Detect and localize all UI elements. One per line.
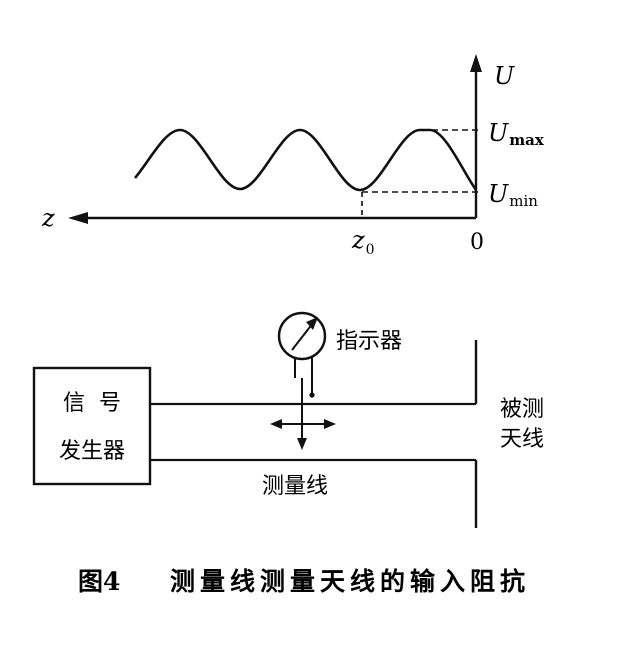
caption-figure-number: 图4	[78, 567, 120, 596]
caption-title: 测量线测量天线的输入阻抗	[170, 567, 530, 596]
u-axis-label: U	[494, 62, 515, 90]
standing-wave-curve	[134, 128, 478, 192]
antenna-label-line1: 被测	[500, 397, 544, 422]
origin-label: 0	[470, 230, 484, 255]
indicator-meter-icon	[277, 311, 327, 361]
generator-label-line2: 发生器	[59, 439, 125, 464]
indicator-label: 指示器	[336, 329, 402, 354]
meter-needle-tip	[306, 317, 318, 330]
u-axis-arrow	[470, 54, 482, 72]
probe-tip-arrow	[297, 438, 307, 450]
meter-lead-end	[309, 392, 315, 398]
measuring-line-label: 测量线	[262, 474, 328, 499]
umin-label: Umin	[488, 180, 538, 210]
signal-generator-box	[32, 366, 152, 486]
z0-label: z0	[351, 226, 375, 258]
slide-arrow-left-icon	[270, 419, 282, 429]
generator-label-line1: 信 号	[63, 391, 121, 416]
umax-label: Umax	[488, 119, 545, 149]
slide-arrow-right-icon	[324, 419, 336, 429]
apparatus-schematic: 信 号 发生器 被测 天线 指示器 测量线	[32, 311, 544, 528]
meter-needle	[291, 322, 314, 351]
z-axis-label: z	[41, 204, 55, 232]
antenna-label-line2: 天线	[500, 427, 544, 452]
figure-caption: 图4 测量线测量天线的输入阻抗	[78, 567, 530, 596]
standing-wave-plot: U z Umax Umin z0 0	[41, 54, 545, 258]
z-axis-arrow	[68, 212, 88, 224]
